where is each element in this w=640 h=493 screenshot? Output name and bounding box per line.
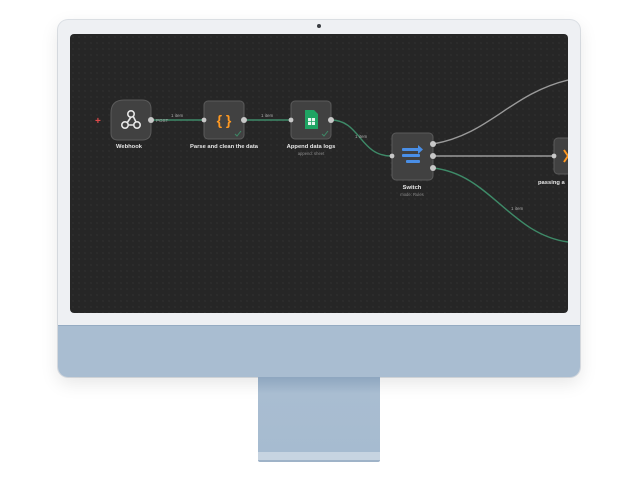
google-sheets-icon [305,110,318,129]
connection-append-switch [330,119,392,157]
parse-label: Parse and clean the data [190,144,259,150]
monitor-chin [58,325,580,377]
node-passing[interactable] [551,137,568,175]
webhook-output-handle[interactable] [148,117,154,123]
webhook-method-label: POST [156,118,169,123]
parse-input-handle[interactable] [201,117,207,123]
code-braces-icon: { } [217,112,232,128]
add-trigger-plus-icon[interactable]: + [95,116,101,127]
switch-icon [402,145,423,163]
append-input-handle[interactable] [288,117,294,123]
connection-switch-top [432,79,568,145]
passing-input-handle[interactable] [551,153,557,159]
edge-label-webhook-parse: 1 item [171,113,184,118]
node-append[interactable] [288,100,334,140]
switch-sublabel: mode: Rules [400,192,424,197]
workflow-graph: 1 item 1 item 1 item 1 item + POST Webho… [95,79,568,243]
append-output-handle[interactable] [328,117,334,123]
monitor-stand-base [258,452,380,462]
monitor-stand [258,377,380,453]
parse-output-handle[interactable] [241,117,247,123]
switch-input-handle[interactable] [389,153,395,159]
passing-node-icon [563,149,568,163]
workflow-canvas[interactable]: 1 item 1 item 1 item 1 item + POST Webho… [70,34,568,313]
node-switch[interactable] [389,132,436,181]
node-parse[interactable]: { } [201,100,247,140]
connection-switch-bottom [432,167,568,243]
switch-output-handle-3[interactable] [430,165,436,171]
parse-check-icon [234,130,242,137]
passing-label: passing a [538,180,566,186]
append-label: Append data logs [287,144,336,150]
switch-output-handle-1[interactable] [430,141,436,147]
monitor: 1 item 1 item 1 item 1 item + POST Webho… [58,20,580,377]
camera [317,24,321,28]
append-check-icon [321,130,329,137]
switch-output-handle-2[interactable] [430,153,436,159]
append-sublabel: append: sheet [298,151,325,156]
edge-label-parse-append: 1 item [261,113,274,118]
switch-label: Switch [403,185,422,191]
edge-label-append-switch: 1 item [355,134,368,139]
webhook-icon [120,110,141,130]
webhook-label: Webhook [116,144,143,150]
edge-label-switch-bottom: 1 item [511,206,524,211]
node-webhook[interactable] [110,99,154,141]
